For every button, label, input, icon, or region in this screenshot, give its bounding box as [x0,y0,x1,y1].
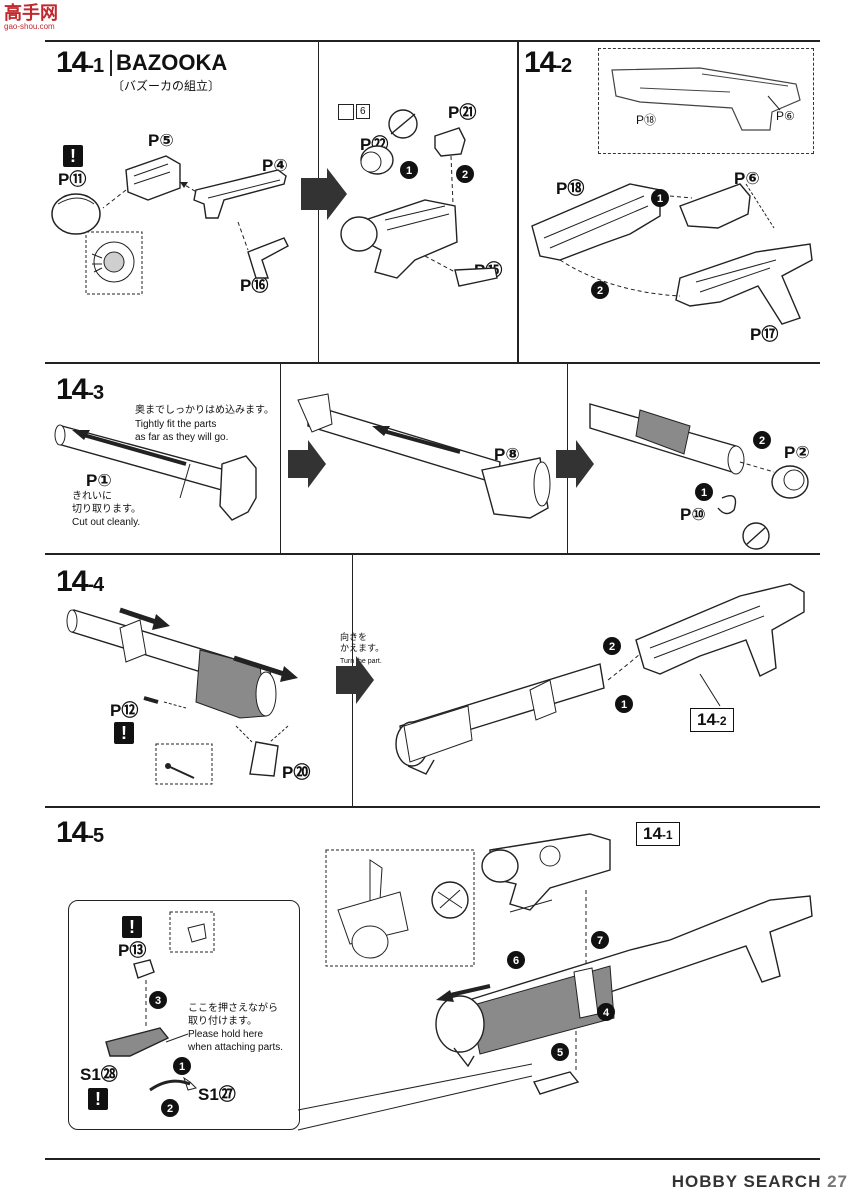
ref-sub: -1 [661,828,673,842]
ref-sub: -2 [715,714,727,728]
arrow-marker-1: 1 [701,487,707,499]
arrow-marker-1: 1 [657,193,663,205]
sticker-ref-box [338,104,354,120]
part-p18: P⑱ [556,179,585,198]
hold-note-jp: ここを押さえながら 取り付けます。 [188,1003,278,1027]
caution-icon: ! [114,722,134,744]
cut-note-en: Cut out cleanly. [72,517,141,528]
divider-14-3a [280,364,281,553]
fit-note-jp: 奥までしっかりはめ込みます。 [135,405,274,416]
step-14-4-title: 14-4 [56,565,104,598]
arrow-marker-2: 2 [609,641,615,653]
step-number: 14 [524,46,556,79]
turn-note-jp: 向きを かえます。 [340,632,385,653]
arrow-marker-5: 5 [557,1047,563,1059]
arrow-marker-2: 2 [597,285,603,297]
illustration-14-4: 2 1 [66,583,805,785]
inset-label-p18: P⑱ [636,113,657,127]
title-bar [110,50,112,76]
arrow-marker-2: 2 [759,435,765,447]
part-p8: P⑧ [494,445,520,464]
watermark-url: gao-shou.com [4,22,55,31]
inset-box-14-2 [598,48,814,154]
ref-14-1: 14-1 [636,822,680,846]
arrow-marker-2: 2 [167,1103,173,1115]
rule-row1 [45,362,820,364]
step-number: 14 [56,46,88,79]
turn-note-en: Turn the part. [340,658,382,665]
arrow-marker-1: 1 [621,699,627,711]
illustration-14-1 [51,155,289,295]
illustration-14-5: 3 1 2 7 4 5 6 [105,833,813,1131]
arrow-marker-1: 1 [406,165,412,177]
ref-14-2: 14-2 [690,708,734,732]
part-p13: P⑬ [118,941,147,960]
step-14-1-title: 14-1 [56,46,104,79]
cut-note-jp: きれいに 切り取ります。 [72,491,141,515]
illustration-14-1b: 1 2 [301,109,498,287]
step-14-3-title: 14-3 [56,373,104,406]
arrow-marker-7: 7 [597,935,603,947]
part-p10: P⑩ [680,505,706,524]
ref-step: 14 [643,824,662,843]
fit-note-en: Tightly fit the parts as far as they wil… [135,419,229,443]
illustration-14-2: 1 2 [531,67,813,325]
bazooka-title: BAZOOKA [116,50,228,75]
step-number: 14 [56,816,88,849]
page-number: 27 [827,1172,848,1191]
bazooka-subtitle: 〔バズーカの組立〕 [112,79,221,93]
part-s1-27: S1㉗ [198,1085,236,1104]
part-p12: P⑫ [110,701,139,720]
inset-panel-14-5 [68,900,300,1130]
caution-icon-p13: ! [122,916,142,938]
part-p17: P⑰ [750,325,779,344]
part-s1-28: S1㉘ [80,1065,118,1084]
inset-label-p6: P⑥ [776,109,795,123]
rule-row2 [45,553,820,555]
divider-14-2 [517,42,519,362]
illustration-14-3: 2 1 [54,393,809,550]
step-number: 14 [56,373,88,406]
rule-top [45,40,820,42]
watermark-text: 高手网 [4,3,58,23]
arrow-marker-2: 2 [462,169,468,181]
caution-icon-s1: ! [88,1088,108,1110]
footer-brand: HOBBY SEARCH 27 [672,1172,848,1192]
arrow-marker-1: 1 [179,1061,185,1073]
step-sub: -3 [87,382,104,404]
arrow-marker-4: 4 [603,1007,610,1019]
part-p5: P⑤ [148,131,174,150]
rule-row3 [45,806,820,808]
sticker-number: 6 [356,104,370,119]
ref-step: 14 [697,710,716,729]
hold-note-en: Please hold here when attaching parts. [188,1029,284,1053]
rule-bottom [45,1158,820,1160]
step-number: 14 [56,565,88,598]
part-p11: P⑪ [58,170,87,189]
step-14-2-title: 14-2 [524,46,572,79]
arrow-marker-3: 3 [155,995,161,1007]
part-p21: P㉑ [448,103,477,122]
step-sub: -4 [87,574,104,596]
part-p16: P⑯ [240,276,269,295]
part-p20: P⑳ [282,763,311,782]
part-p2: P② [784,443,810,462]
step-sub: -5 [87,825,104,847]
part-p4: P④ [262,156,288,175]
part-p1: P① [86,471,112,490]
site-watermark: 高手网 gao-shou.com [4,4,58,31]
footer-brand-text: HOBBY SEARCH [671,1172,822,1191]
caution-icon: ! [63,145,83,167]
step-14-5-title: 14-5 [56,816,104,849]
arrow-marker-6: 6 [513,955,519,967]
step-sub: -1 [87,55,104,77]
step-sub: -2 [555,55,572,77]
part-p6: P⑥ [734,169,760,188]
